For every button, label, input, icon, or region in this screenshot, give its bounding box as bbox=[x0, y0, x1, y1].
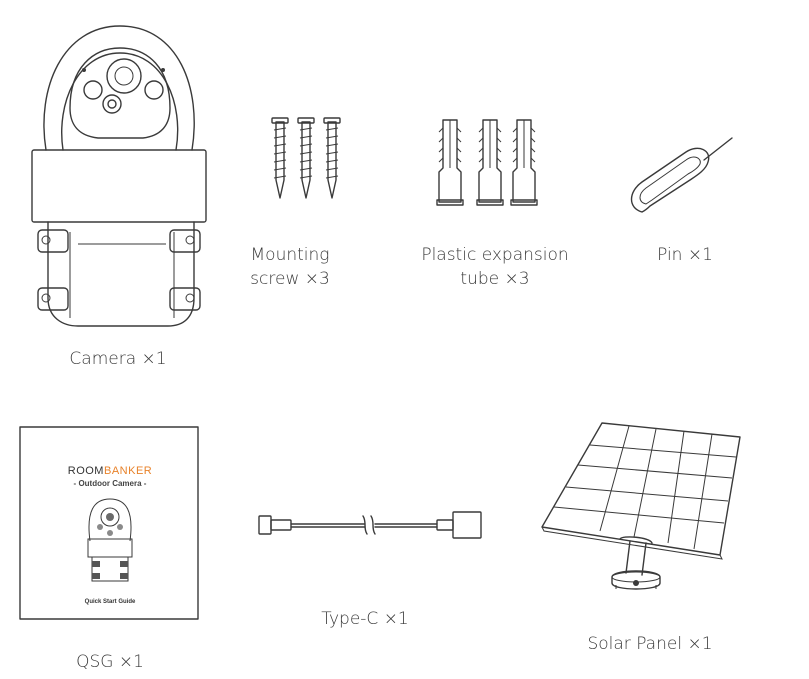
tube-illustration bbox=[436, 119, 538, 206]
qsg-label: QSG ×1 bbox=[76, 652, 144, 672]
screw-illustration bbox=[271, 117, 341, 199]
solar-item: Solar Panel ×1 bbox=[530, 415, 790, 675]
tube-label-line1: Plastic expansion bbox=[421, 245, 569, 265]
tube-item: Plastic expansion tube ×3 bbox=[405, 110, 585, 310]
qsg-subtitle-text: Outdoor Camera bbox=[78, 479, 142, 488]
screw-item: Mounting screw ×3 bbox=[240, 110, 370, 310]
solar-label: Solar Panel ×1 bbox=[587, 634, 713, 654]
camera-label: Camera ×1 bbox=[69, 349, 167, 369]
solar-illustration bbox=[541, 422, 741, 590]
tube-1 bbox=[436, 119, 464, 206]
typec-label: Type-C ×1 bbox=[321, 609, 409, 629]
qsg-brand: ROOMBANKER bbox=[18, 465, 202, 477]
qsg-brand-part1: ROOM bbox=[67, 465, 104, 477]
pin-label: Pin ×1 bbox=[657, 245, 713, 265]
tube-3 bbox=[510, 119, 538, 206]
screw-label-line1: Mounting bbox=[250, 245, 330, 265]
qsg-item: ROOMBANKER - Outdoor Camera - Quick Star… bbox=[18, 425, 218, 675]
pin-illustration bbox=[630, 137, 733, 213]
pin-item: Pin ×1 bbox=[620, 120, 770, 280]
screw-3 bbox=[323, 117, 341, 199]
tube-2 bbox=[476, 119, 504, 206]
typec-item: Type-C ×1 bbox=[245, 500, 505, 650]
qsg-illustration bbox=[19, 426, 199, 620]
screw-1 bbox=[271, 117, 289, 199]
screw-label-line2: screw ×3 bbox=[250, 269, 330, 289]
camera-illustration bbox=[31, 25, 207, 327]
tube-label-line2: tube ×3 bbox=[460, 269, 530, 289]
typec-illustration bbox=[258, 511, 482, 539]
screw-2 bbox=[297, 117, 315, 199]
qsg-footer: Quick Start Guide bbox=[84, 599, 136, 605]
camera-item: Camera ×1 bbox=[18, 18, 218, 378]
qsg-subtitle: - Outdoor Camera - bbox=[73, 479, 147, 488]
qsg-brand-part2: BANKER bbox=[103, 465, 153, 477]
